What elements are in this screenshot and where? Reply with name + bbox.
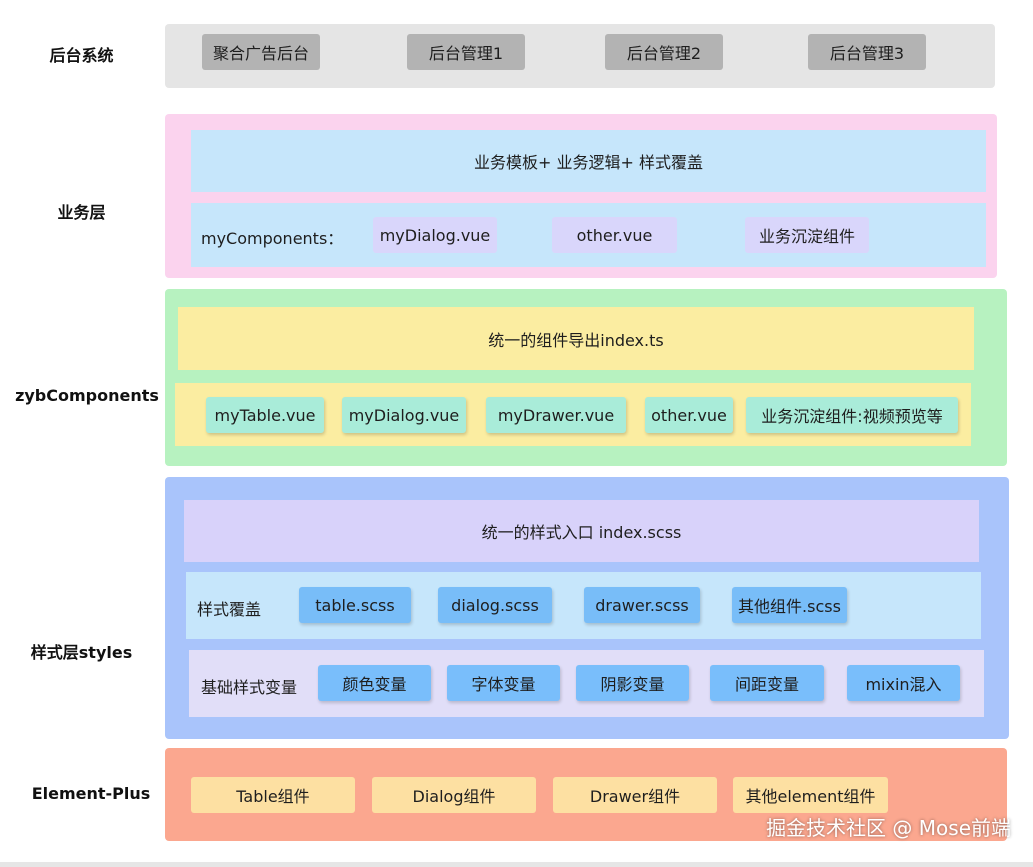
zyb-item: myDrawer.vue [486,397,626,433]
styles-base-item: mixin混入 [847,665,960,701]
business-item: other.vue [552,217,677,253]
styles-base-item: 间距变量 [710,665,824,701]
styles-override-item: dialog.scss [438,587,552,623]
business-item: myDialog.vue [373,217,497,253]
element-item: Dialog组件 [372,777,536,813]
business-components-label: myComponents： [201,229,344,248]
row-label-admin: 后台系统 [49,46,114,65]
styles-base-item: 字体变量 [447,665,560,701]
row-label-styles: 样式层styles [30,643,133,662]
business-item: 业务沉淀组件 [745,217,869,253]
row-label-zyb: zybComponents [15,386,159,405]
business-top-band: 业务模板+ 业务逻辑+ 样式覆盖 [191,130,986,192]
admin-item: 后台管理1 [407,34,525,70]
admin-item: 后台管理2 [605,34,723,70]
styles-base-item: 颜色变量 [318,665,431,701]
zyb-top-band: 统一的组件导出index.ts [178,307,974,370]
row-label-element: Element-Plus [31,784,151,803]
styles-override-item: 其他组件.scss [732,587,847,623]
credit-watermark: 掘金技术社区 @ Mose前端 [766,816,1011,840]
zyb-item: other.vue [645,397,733,433]
element-item: Drawer组件 [553,777,717,813]
zyb-item: myTable.vue [206,397,324,433]
admin-item: 后台管理3 [808,34,926,70]
styles-override-label: 样式覆盖 [197,600,262,619]
bottom-divider [0,862,1033,867]
element-item: 其他element组件 [733,777,888,813]
styles-override-item: drawer.scss [584,587,700,623]
row-label-business: 业务层 [57,203,106,222]
styles-base-item: 阴影变量 [576,665,689,701]
zyb-item: myDialog.vue [342,397,466,433]
styles-override-item: table.scss [299,587,411,623]
zyb-item: 业务沉淀组件:视频预览等 [746,397,958,433]
element-item: Table组件 [191,777,355,813]
styles-top-band: 统一的样式入口 index.scss [184,500,979,562]
admin-item: 聚合广告后台 [202,34,320,70]
styles-base-label: 基础样式变量 [201,678,298,697]
